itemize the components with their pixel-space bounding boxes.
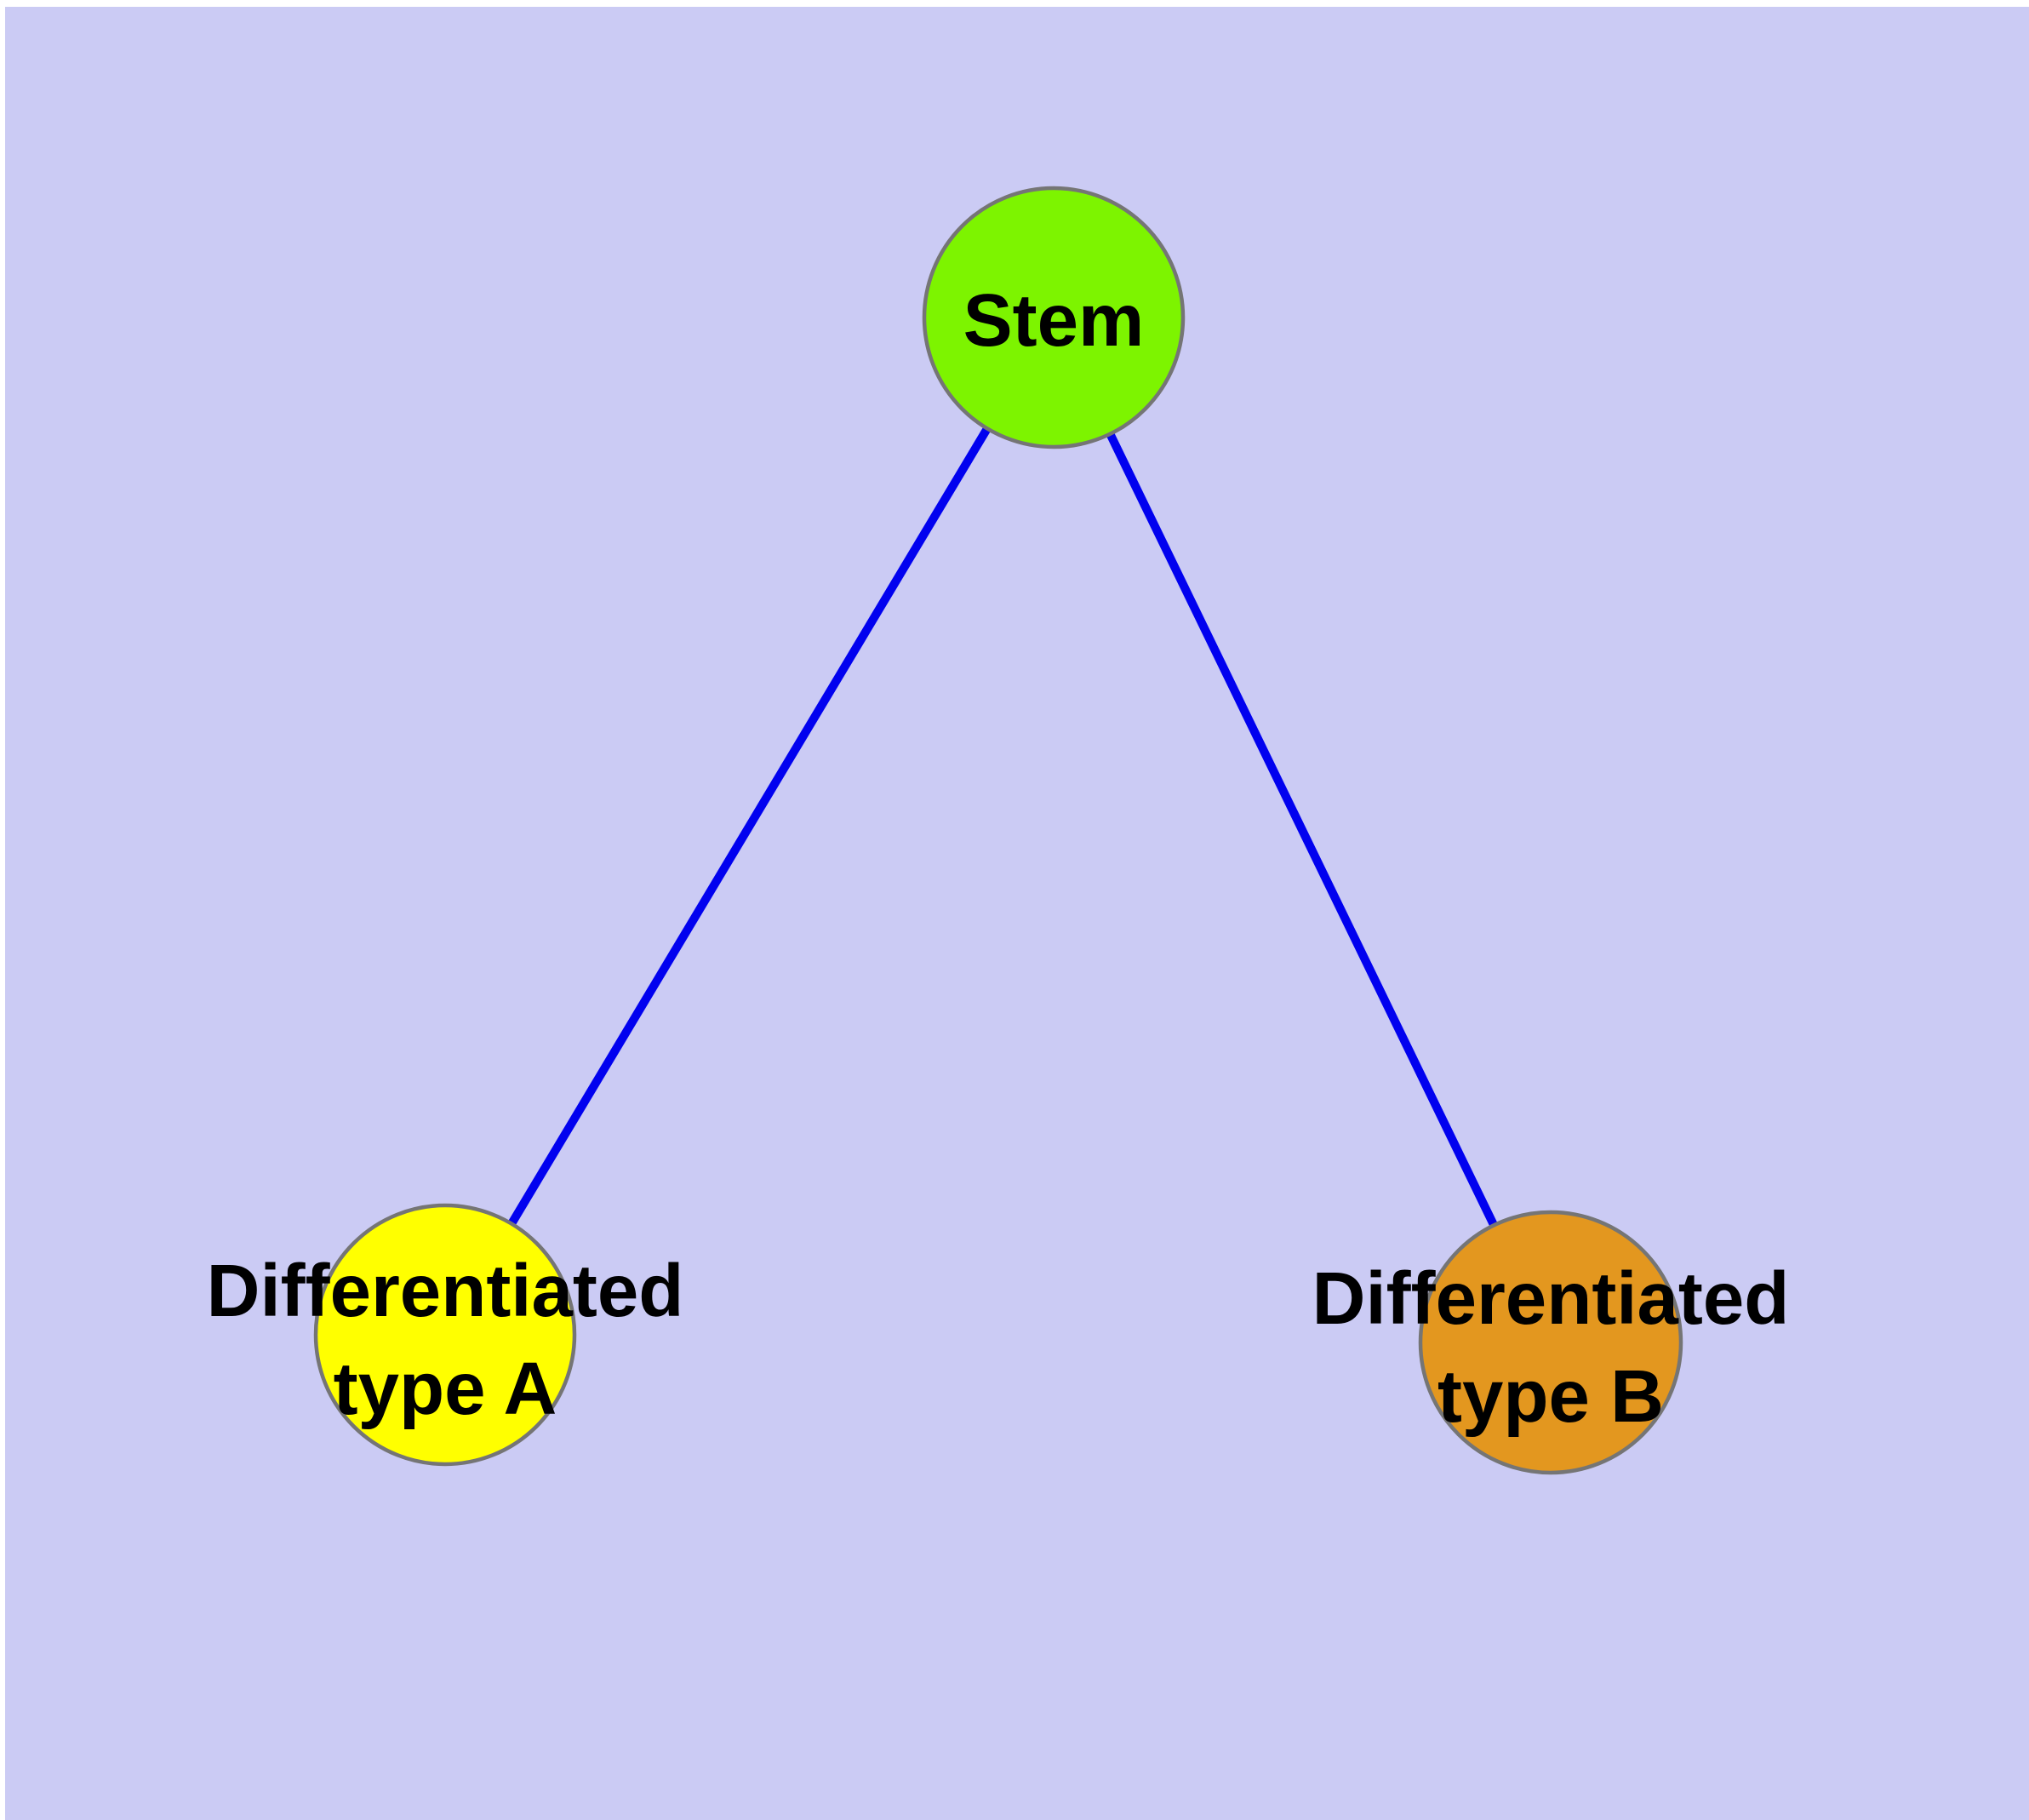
node-circle-differentiated-type-b[interactable] [1418,1210,1683,1475]
edge-stem-to-differentiated-type-b[interactable] [1049,315,1555,1345]
node-circle-differentiated-type-a[interactable] [313,1203,577,1467]
node-label-stem-line-1: Stem [963,279,1145,362]
node-label-differentiated-type-b-line-2: type B [1437,1355,1664,1438]
edges-layer [441,315,1555,1345]
node-label-differentiated-type-b-line-1: Differentiated [1312,1257,1790,1340]
edge-stem-to-differentiated-type-a[interactable] [441,315,1058,1337]
node-label-differentiated-type-a-line-2: type A [334,1348,557,1430]
node-differentiated-type-b[interactable]: Differentiated type B [1312,1210,1790,1475]
node-stem[interactable]: Stem [922,186,1186,449]
node-circle-stem[interactable] [922,186,1186,449]
node-label-differentiated-type-a-line-1: Differentiated [207,1250,684,1332]
node-differentiated-type-a[interactable]: Differentiated type A [207,1203,684,1467]
